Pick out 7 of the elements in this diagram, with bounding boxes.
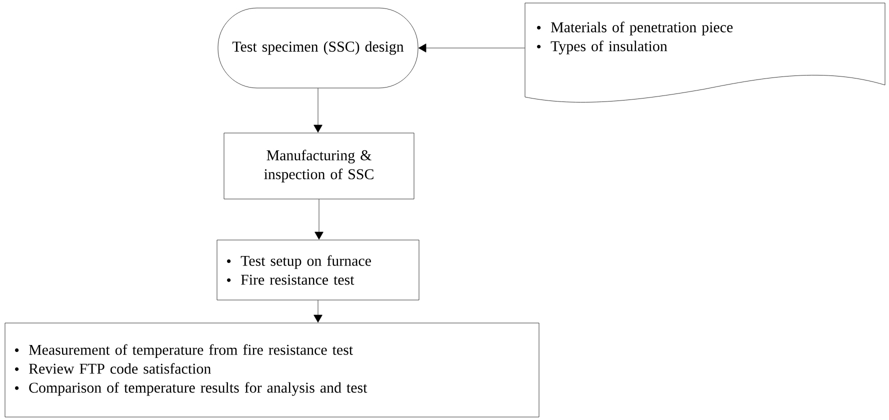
process-box: Measurement of temperature from fire resistance test Review FTP code satisfaction Comparison of temperature results for analysis and test (4, 322, 540, 418)
process-box: Manufacturing & inspection of SSC (224, 132, 414, 200)
process-box: Test setup on furnace Fire resistance test (216, 240, 420, 300)
arrow (418, 44, 525, 52)
arrow (314, 300, 322, 323)
arrow (314, 88, 322, 133)
arrow (314, 199, 324, 240)
